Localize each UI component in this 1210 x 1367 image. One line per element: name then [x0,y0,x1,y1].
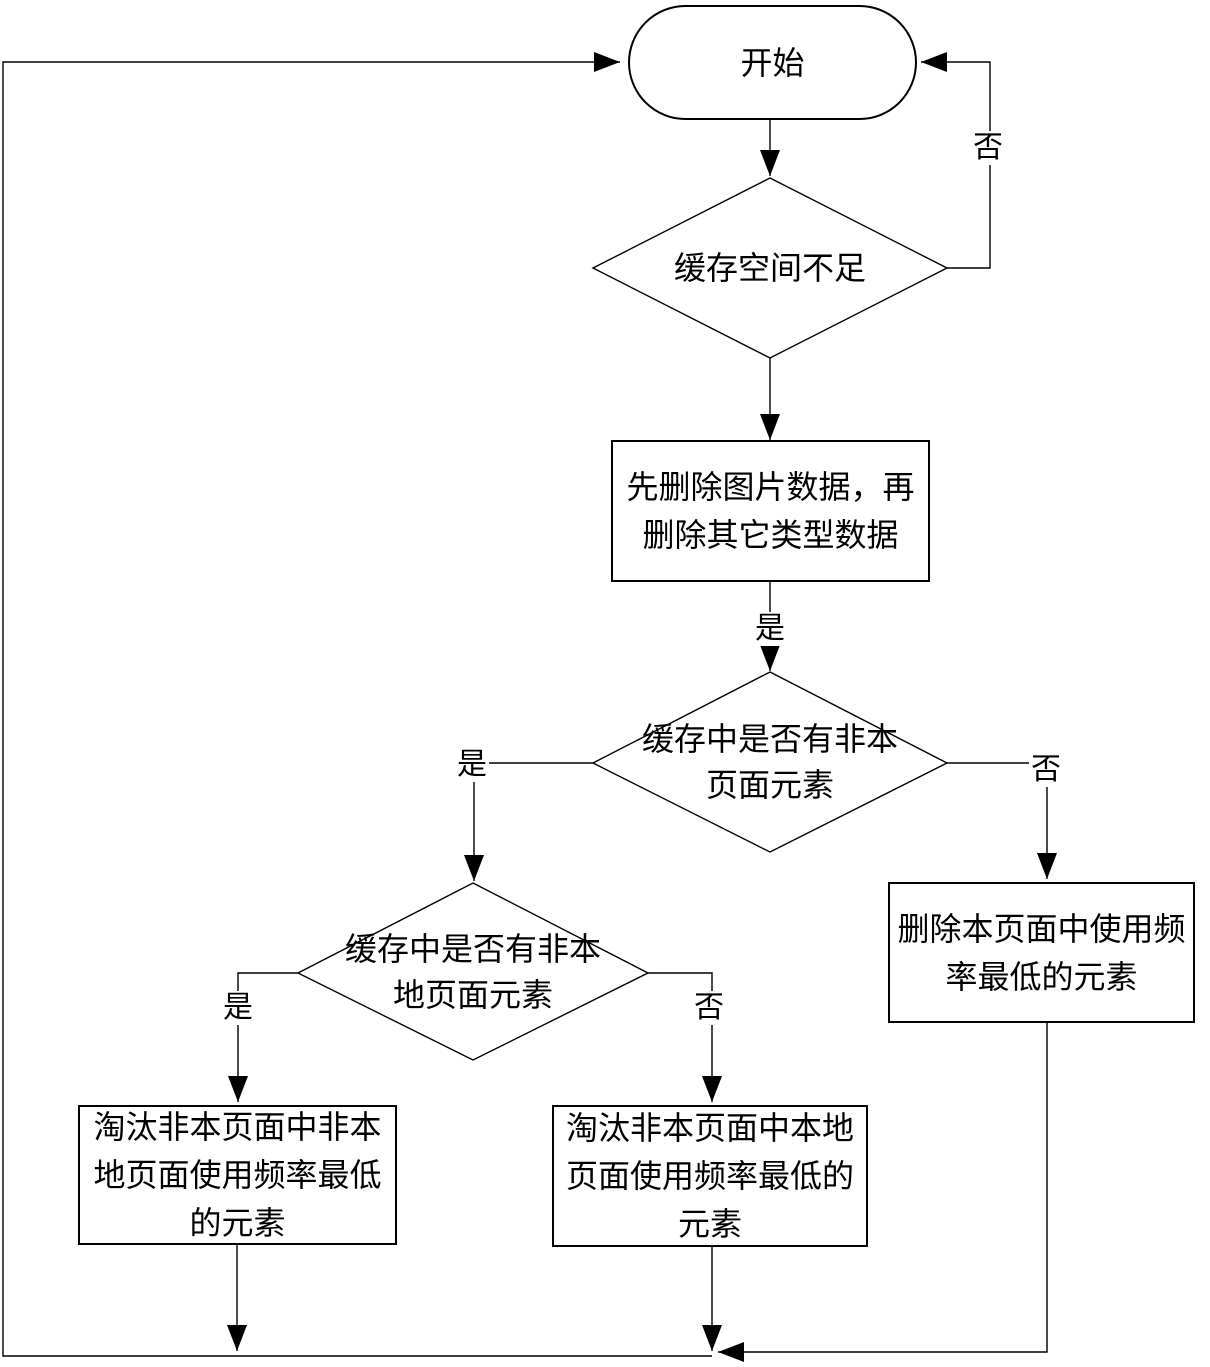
node-start: 开始 [628,5,917,120]
edge-label-no-d2: 否 [1029,752,1063,787]
node-evict-local-lowest: 淘汰非本页面中本地 页面使用频率最低的 元素 [552,1105,868,1247]
decision-cache-insufficient-label: 缓存空间不足 [673,249,867,287]
decision-non-current-page-label: 缓存中是否有非本 页面元素 [642,716,898,808]
edge-d3-yes-to-evict-non-local [228,972,298,1102]
node-evict-non-local-lowest: 淘汰非本页面中非本 地页面使用频率最低 的元素 [78,1105,397,1245]
edge-no-loop-to-start [921,52,991,269]
process-line: 率最低的元素 [945,957,1138,996]
decision-line: 缓存中是否有非本 [344,930,602,968]
process-line: 删除本页面中使用频 [897,909,1186,948]
edge-d3-no-to-evict-local [648,972,722,1102]
edge-d2-yes-to-d3 [464,762,593,881]
edge-label-no-d3: 否 [692,990,726,1025]
edge-label-yes-d2: 是 [455,747,489,782]
process-line: 的元素 [189,1204,286,1242]
edge-bottom-loop-to-start [2,52,712,1357]
process-line: 地页面使用频率最低 [93,1156,382,1194]
process-line: 页面使用频率最低的 [565,1157,854,1195]
decision-line: 地页面元素 [392,976,554,1014]
decision-line: 页面元素 [705,766,835,804]
node-delete-current-lowest: 删除本页面中使用频 率最低的元素 [888,882,1195,1023]
process-line: 元素 [677,1205,742,1243]
process-line: 先删除图片数据，再 [626,468,915,506]
start-label: 开始 [740,43,805,82]
edge-label-yes-after-delete: 是 [753,611,787,646]
edge-delete-current-out [718,1023,1048,1362]
edge-label-yes-d3: 是 [221,990,255,1025]
decision-non-local-page-shape [296,882,650,1061]
process-line: 淘汰非本页面中非本 [93,1108,382,1146]
node-delete-images-first: 先删除图片数据，再 删除其它类型数据 [611,440,930,582]
decision-non-local-page-label: 缓存中是否有非本 地页面元素 [345,926,601,1018]
process-line: 淘汰非本页面中本地 [565,1109,854,1147]
decision-line: 缓存中是否有非本 [641,720,899,758]
decision-non-current-page-shape [591,671,949,853]
process-line: 删除其它类型数据 [642,516,899,554]
edge-label-no-loop: 否 [971,130,1005,165]
decision-cache-insufficient-shape [591,177,949,359]
